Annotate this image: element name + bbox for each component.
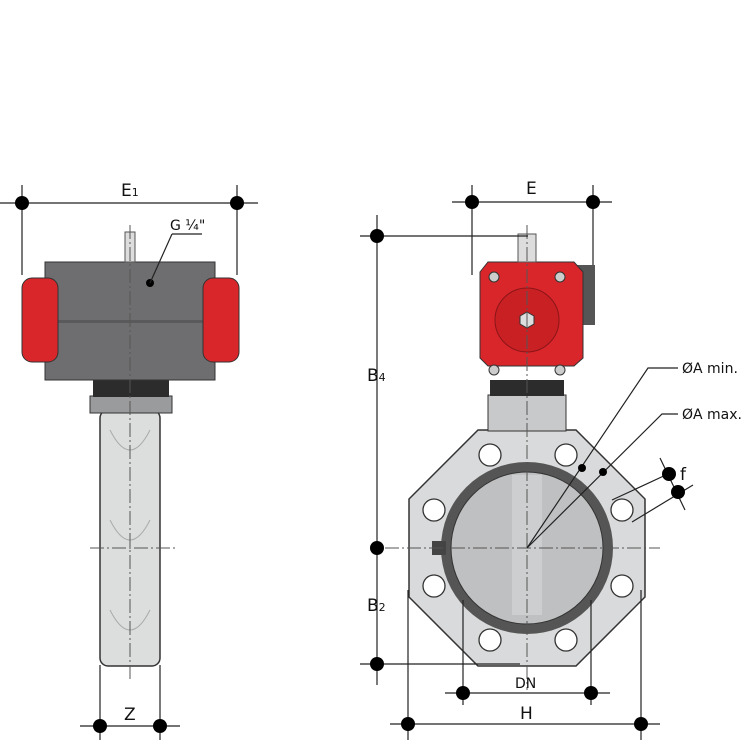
e-label: E bbox=[526, 179, 537, 199]
flange bbox=[89, 395, 173, 414]
a-max-label: ØA max. bbox=[682, 407, 742, 423]
b4-label: B4 bbox=[367, 366, 386, 386]
front-view: E B4 B2 ØA min. ØA max. f DN H bbox=[360, 179, 742, 740]
z-label: Z bbox=[124, 705, 136, 725]
actuator-cap-right bbox=[202, 277, 240, 363]
bolt-holes bbox=[422, 443, 634, 652]
f-label: f bbox=[680, 465, 687, 485]
a-min-label: ØA min. bbox=[682, 361, 738, 377]
thread-label: G ¼" bbox=[170, 218, 205, 234]
h-label: H bbox=[520, 704, 533, 724]
actuator-cap-left bbox=[21, 277, 59, 363]
dn-label: DN bbox=[515, 676, 536, 692]
neck bbox=[93, 380, 169, 397]
e1-label: E1 bbox=[121, 181, 139, 201]
b2-label: B2 bbox=[367, 596, 386, 616]
side-view: G ¼" E1 Z bbox=[0, 181, 258, 740]
